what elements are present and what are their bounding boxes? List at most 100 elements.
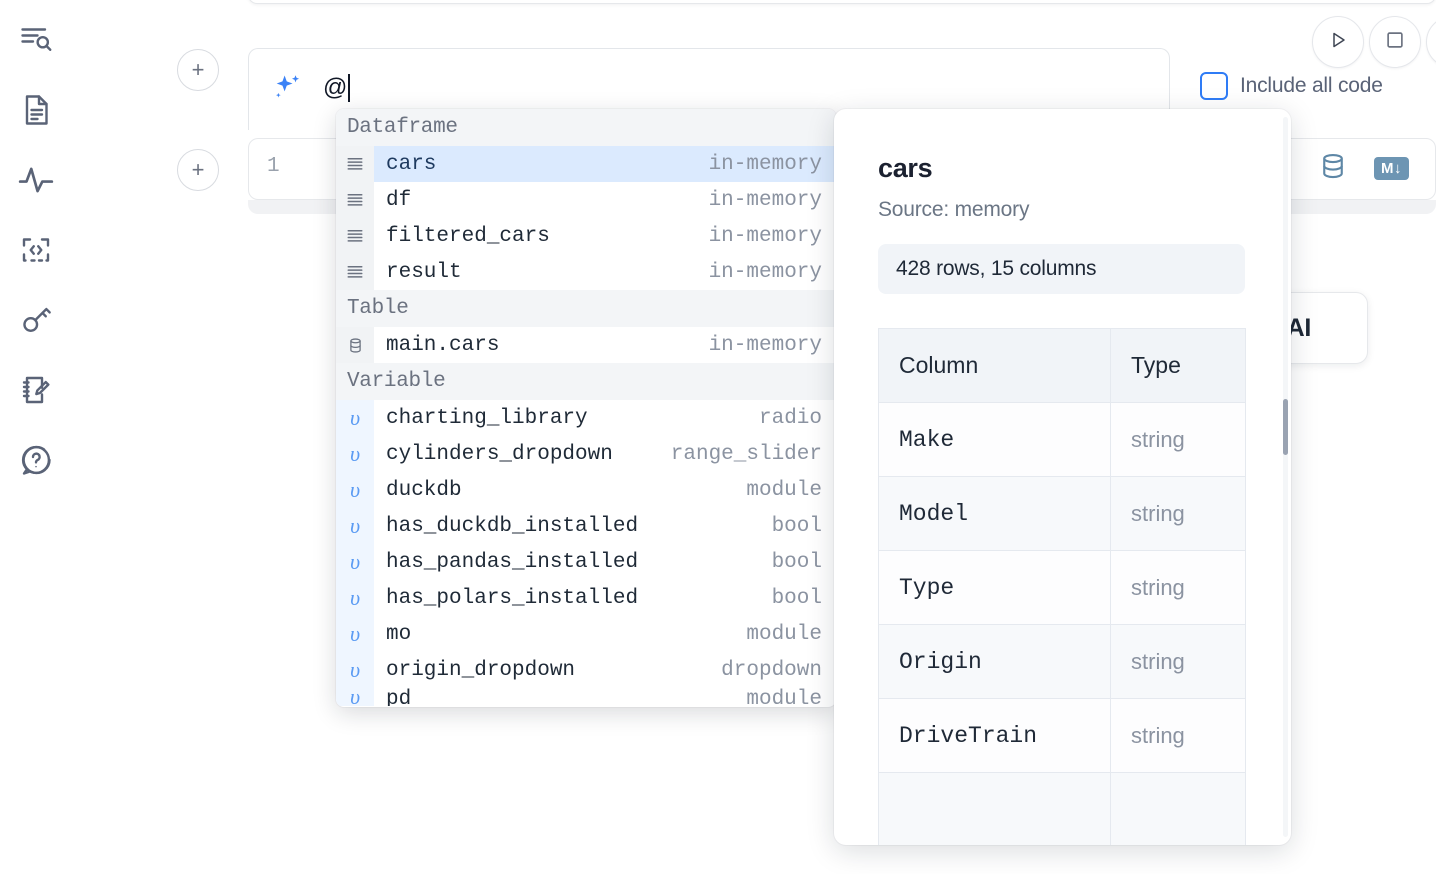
include-all-code-label: Include all code	[1240, 74, 1383, 97]
cell-column-type: string	[1110, 624, 1246, 699]
autocomplete-item-charting-library[interactable]: υ charting_library radio	[336, 400, 836, 436]
database-icon[interactable]	[1318, 151, 1348, 186]
dataframe-icon	[336, 218, 374, 254]
cell-column-name: Model	[878, 476, 1111, 551]
autocomplete-item-cylinders-dropdown[interactable]: υ cylinders_dropdown range_slider	[336, 436, 836, 472]
cell-column-name: Make	[878, 402, 1111, 477]
autocomplete-item-origin-dropdown[interactable]: υ origin_dropdown dropdown	[336, 652, 836, 688]
variable-icon: υ	[336, 684, 374, 707]
variable-icon: υ	[336, 580, 374, 616]
autocomplete-item-mo[interactable]: υ mo module	[336, 616, 836, 652]
autocomplete-item-duckdb[interactable]: υ duckdb module	[336, 472, 836, 508]
autocomplete-item-name: origin_dropdown	[386, 658, 576, 682]
autocomplete-item-has-pandas-installed[interactable]: υ has_pandas_installed bool	[336, 544, 836, 580]
sidebar-item-activity[interactable]	[14, 158, 58, 202]
autocomplete-item-name: duckdb	[386, 478, 462, 502]
add-cell-button-bottom[interactable]: +	[177, 149, 219, 191]
schema-table: Column Type Make string Model string Typ…	[878, 328, 1246, 845]
autocomplete-item-name: pd	[386, 688, 412, 706]
autocomplete-item-type: range_slider	[670, 442, 822, 466]
autocomplete-item-type: in-memory	[708, 188, 822, 212]
code-brackets-icon	[18, 232, 54, 268]
variable-icon: υ	[336, 544, 374, 580]
sidebar-rail	[0, 0, 72, 874]
autocomplete-item-type: dropdown	[721, 658, 822, 682]
line-number: 1	[267, 155, 280, 178]
variable-icon: υ	[336, 616, 374, 652]
autocomplete-item-type: in-memory	[708, 333, 822, 357]
stop-cell-button[interactable]	[1369, 16, 1421, 68]
include-all-code-row[interactable]: Include all code	[1200, 72, 1383, 100]
plus-icon: +	[191, 157, 205, 182]
autocomplete-item-type: module	[746, 622, 822, 646]
ai-prompt-input[interactable]: @	[323, 71, 1169, 105]
detail-scrollbar-thumb[interactable]	[1283, 399, 1288, 455]
dataframe-icon	[336, 182, 374, 218]
autocomplete-item-name: cylinders_dropdown	[386, 442, 613, 466]
cell-column-name	[878, 772, 1111, 845]
autocomplete-item-type: bool	[771, 586, 822, 610]
cell-tools: M↓	[1318, 151, 1409, 186]
autocomplete-item-type: module	[746, 688, 822, 706]
sidebar-item-snippets[interactable]	[14, 228, 58, 272]
sidebar-item-notebook-file[interactable]	[14, 88, 58, 132]
activity-icon	[17, 161, 55, 199]
table-row-partial	[878, 772, 1246, 845]
autocomplete-item-has-polars-installed[interactable]: υ has_polars_installed bool	[336, 580, 836, 616]
help-chat-icon	[18, 442, 54, 478]
autocomplete-item-main-cars[interactable]: main.cars in-memory	[336, 327, 836, 363]
autocomplete-group-header: Variable	[336, 363, 836, 400]
sparkle-icon	[271, 71, 305, 105]
autocomplete-item-filtered-cars[interactable]: filtered_cars in-memory	[336, 218, 836, 254]
plus-icon: +	[191, 57, 205, 82]
more-actions-button[interactable]	[1426, 16, 1436, 68]
autocomplete-group-header: Table	[336, 290, 836, 327]
sidebar-item-secrets[interactable]	[14, 298, 58, 342]
autocomplete-item-name: cars	[386, 152, 437, 176]
cell-column-name: DriveTrain	[878, 698, 1111, 773]
autocomplete-item-name: result	[386, 260, 462, 284]
detail-source: Source: memory	[878, 198, 1030, 221]
column-header-column: Column	[878, 328, 1111, 403]
autocomplete-item-type: in-memory	[708, 260, 822, 284]
file-text-icon	[18, 92, 54, 128]
autocomplete-item-result[interactable]: result in-memory	[336, 254, 836, 290]
markdown-badge[interactable]: M↓	[1374, 157, 1409, 180]
autocomplete-item-cars[interactable]: cars in-memory	[336, 146, 836, 182]
autocomplete-item-df[interactable]: df in-memory	[336, 182, 836, 218]
autocomplete-item-name: main.cars	[386, 333, 500, 357]
autocomplete-item-name: has_pandas_installed	[386, 550, 639, 574]
sidebar-item-scratchpad[interactable]	[14, 368, 58, 412]
table-row: Make string	[878, 402, 1246, 477]
sidebar-item-help[interactable]	[14, 438, 58, 482]
autocomplete-item-name: has_polars_installed	[386, 586, 639, 610]
cell-column-type: string	[1110, 550, 1246, 625]
table-db-icon	[336, 327, 374, 363]
previous-cell-partial	[248, 0, 1436, 4]
add-cell-button-top[interactable]: +	[177, 49, 219, 91]
text-caret	[348, 74, 351, 102]
table-row: Type string	[878, 550, 1246, 625]
autocomplete-item-type: bool	[771, 514, 822, 538]
table-row: Model string	[878, 476, 1246, 551]
detail-scrollbar-track[interactable]	[1283, 117, 1288, 837]
include-all-code-checkbox[interactable]	[1200, 72, 1228, 100]
cell-column-name: Type	[878, 550, 1111, 625]
autocomplete-dropdown: Dataframe cars in-memory df in-memory	[336, 109, 836, 707]
ai-prompt-value: @	[323, 74, 348, 101]
run-cell-button[interactable]	[1312, 16, 1364, 68]
autocomplete-item-pd[interactable]: υ pd module	[336, 684, 836, 707]
variable-icon: υ	[336, 472, 374, 508]
autocomplete-item-name: filtered_cars	[386, 224, 550, 248]
cell-column-type: string	[1110, 476, 1246, 551]
variable-icon: υ	[336, 652, 374, 688]
column-header-type: Type	[1110, 328, 1246, 403]
dataframe-icon	[336, 146, 374, 182]
sidebar-item-outline-search[interactable]	[14, 18, 58, 62]
stop-square-icon	[1384, 29, 1406, 56]
autocomplete-item-has-duckdb-installed[interactable]: υ has_duckdb_installed bool	[336, 508, 836, 544]
outline-search-icon	[18, 22, 54, 58]
table-row: DriveTrain string	[878, 698, 1246, 773]
autocomplete-item-type: radio	[758, 406, 822, 430]
